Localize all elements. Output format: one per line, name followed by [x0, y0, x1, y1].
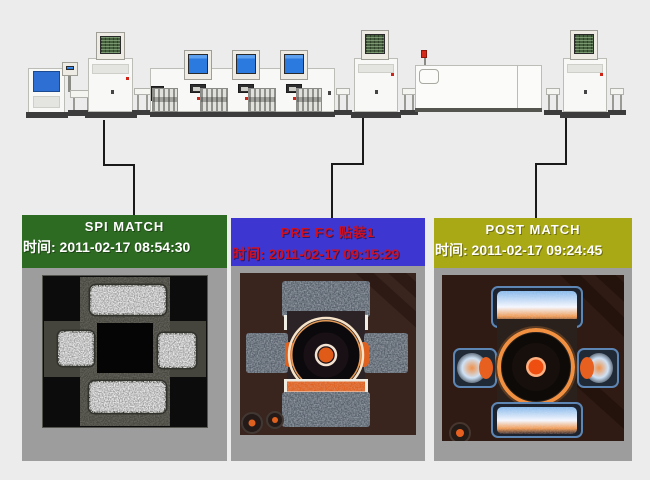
panel-pre-fc: PRE FC 贴装1 时间: 2011-02-17 09:15:29: [231, 218, 425, 461]
panel-title: PRE FC 贴装1: [280, 225, 376, 240]
feeder-bank: [200, 88, 228, 112]
panel-timestamp: 时间: 2011-02-17 09:24:45: [435, 242, 603, 258]
mounter-monitor-1: [184, 50, 212, 80]
mounter-monitor-3: [280, 50, 308, 80]
panel-timestamp: 时间: 2011-02-17 08:54:30: [23, 239, 191, 255]
panel-pre-fc-header: PRE FC 贴装1 时间: 2011-02-17 09:15:29: [231, 218, 425, 266]
spi-solder-paste-image: [41, 275, 208, 428]
panel-title: SPI MATCH: [84, 219, 165, 234]
feeder-bank: [248, 88, 276, 112]
post-aoi-monitor: [570, 30, 598, 60]
panel-timestamp: 时间: 2011-02-17 09:15:29: [232, 246, 400, 262]
production-line-diagram: [0, 0, 650, 130]
post-reflow-component-image: [442, 275, 624, 441]
pre-reflow-component-image: [240, 273, 416, 435]
feeder-bank: [296, 88, 322, 112]
pre-aoi-monitor: [361, 30, 389, 60]
signal-lamp-icon: [421, 50, 427, 58]
loader-screen: [62, 62, 78, 76]
panel-post-body: [434, 268, 632, 461]
panel-post-match: POST MATCH 时间: 2011-02-17 09:24:45: [434, 218, 632, 461]
panel-spi-body: [22, 268, 227, 461]
panel-title: POST MATCH: [485, 222, 581, 237]
spi-monitor: [96, 32, 125, 60]
feeder-bank: [152, 88, 178, 112]
mounter-monitor-2: [232, 50, 260, 80]
panel-post-header: POST MATCH 时间: 2011-02-17 09:24:45: [434, 218, 632, 268]
panel-spi-header: SPI MATCH 时间: 2011-02-17 08:54:30: [22, 215, 227, 268]
loader-door: [33, 71, 60, 92]
panel-pre-fc-body: [231, 266, 425, 461]
panel-spi-match: SPI MATCH 时间: 2011-02-17 08:54:30: [22, 215, 227, 461]
